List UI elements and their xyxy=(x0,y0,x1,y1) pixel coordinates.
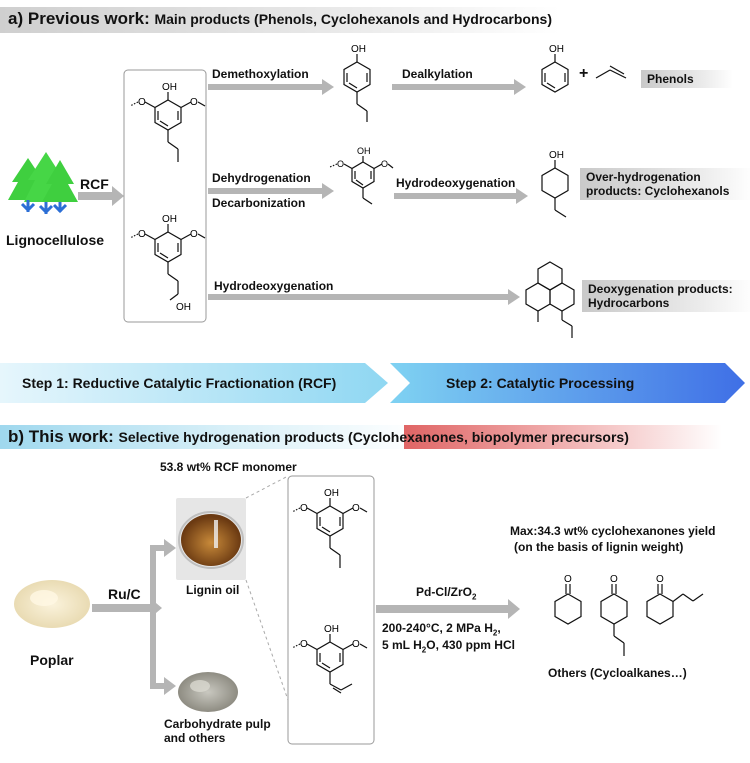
lignin-oil-arrow xyxy=(150,539,176,557)
poplar-label: Poplar xyxy=(30,652,74,668)
propylsyringol-structure-a xyxy=(129,92,206,162)
propylsyringol-structure-b xyxy=(291,498,368,568)
decarbonization-label: Decarbonization xyxy=(212,196,306,210)
header-a-background xyxy=(0,7,560,33)
header-a-subtitle: Main products (Phenols, Cyclohexanols an… xyxy=(154,11,552,27)
o-atom: O xyxy=(352,639,360,650)
oh-atom: OH xyxy=(351,44,366,55)
hydrocarbons-tag: Deoxygenation products: Hydrocarbons xyxy=(582,280,750,312)
header-a-label: a) xyxy=(8,9,24,28)
oh-atom: OH xyxy=(162,82,177,93)
cyclohexanols-line2: products: Cyclohexanols xyxy=(586,184,730,198)
header-b-highlight-background xyxy=(404,425,722,449)
phenols-tag: Phenols xyxy=(641,70,733,88)
o-atom: O xyxy=(138,97,146,108)
propanolsyringol-structure-a xyxy=(129,224,206,301)
o-atom: O xyxy=(610,574,618,585)
monomer-box-b xyxy=(287,475,375,745)
cyclohexanols-line1: Over-hydrogenation xyxy=(586,170,701,184)
rcf-arrow xyxy=(78,186,124,206)
catalyst-label: Pd-Cl/ZrO2 xyxy=(416,585,477,602)
header-a: a) Previous work: Main products (Phenols… xyxy=(8,9,552,29)
oh-atom: OH xyxy=(324,488,339,499)
o-atom: O xyxy=(300,503,308,514)
header-a-title: Previous work: xyxy=(27,9,150,28)
oh-atom: OH xyxy=(176,302,191,313)
oh-atom: OH xyxy=(324,624,339,635)
o-atom: O xyxy=(337,159,344,169)
pulp-line2: and others xyxy=(164,731,226,745)
oh-atom: OH xyxy=(162,214,177,225)
hydrodeoxygenation-mid-arrow xyxy=(394,188,528,204)
pd-cl-zro2-arrow xyxy=(376,599,520,619)
header-b-subtitle-highlight: Cyclohexanones, biopolymer precursors) xyxy=(352,429,629,445)
monomer-yield-label: 53.8 wt% RCF monomer xyxy=(160,460,297,474)
hydrocarbons-structure xyxy=(525,261,575,338)
o-atom: O xyxy=(138,229,146,240)
hydrocarbons-line2: Hydrocarbons xyxy=(588,296,670,310)
ru-c-label: Ru/C xyxy=(108,586,141,602)
cyclohexanone-structure xyxy=(554,584,582,625)
step1-arrow xyxy=(0,363,388,403)
hydrodeoxygenation-bottom-label: Hydrodeoxygenation xyxy=(214,279,334,293)
step2-label: Step 2: Catalytic Processing xyxy=(446,375,635,391)
pulp-arrow xyxy=(150,677,176,695)
tree-icon xyxy=(8,152,78,215)
o-atom: O xyxy=(190,97,198,108)
conditions-line1: 200-240°C, 2 MPa H2, xyxy=(382,621,501,638)
o-atom: O xyxy=(656,574,664,585)
step1-label: Step 1: Reductive Catalytic Fractionatio… xyxy=(22,375,337,391)
hydrocarbons-line1: Deoxygenation products: xyxy=(588,282,733,296)
dehydrogenation-arrow xyxy=(208,183,334,199)
lignocellulose-label: Lignocellulose xyxy=(6,232,105,248)
demethoxylation-label: Demethoxylation xyxy=(212,67,309,81)
o-atom: O xyxy=(190,229,198,240)
propylphenol-structure xyxy=(343,54,371,122)
phenol-structure xyxy=(541,54,569,93)
header-b-subtitle: Selective hydrogenation products ( xyxy=(118,429,353,445)
oh-atom: OH xyxy=(357,146,371,156)
rcf-label: RCF xyxy=(80,176,109,192)
max-yield-line1: Max:34.3 wt% cyclohexanones yield xyxy=(510,524,716,538)
oh-atom: OH xyxy=(549,44,564,55)
propylcyclohexanone-structure xyxy=(600,584,628,656)
hydrodeoxygenation-mid-label: Hydrodeoxygenation xyxy=(396,176,516,190)
monomer-box-a xyxy=(123,69,207,323)
ethylsyringol-structure xyxy=(329,156,394,205)
cyclohexanols-tag: Over-hydrogenation products: Cyclohexano… xyxy=(580,168,750,200)
dealkylation-arrow xyxy=(392,79,526,95)
hydrodeoxygenation-bottom-arrow xyxy=(208,289,520,305)
o-atom: O xyxy=(564,574,572,585)
header-b-background xyxy=(0,425,420,449)
step2-arrow xyxy=(390,363,745,403)
oh-atom: OH xyxy=(549,150,564,161)
o-atom: O xyxy=(352,503,360,514)
conditions-line2: 5 mL H2O, 430 ppm HCl xyxy=(382,638,515,655)
demethoxylation-arrow xyxy=(208,79,334,95)
pulp-label: Carbohydrate pulp and others xyxy=(164,717,271,745)
lignin-oil-label: Lignin oil xyxy=(186,583,240,597)
dehydrogenation-label: Dehydrogenation xyxy=(212,171,311,185)
ethylcyclohexanol-structure xyxy=(541,160,569,218)
propene-structure xyxy=(595,65,627,79)
ru-c-arrow xyxy=(92,598,162,618)
plus-sign: + xyxy=(579,65,589,82)
dealkylation-label: Dealkylation xyxy=(402,67,473,81)
pulp-line1: Carbohydrate pulp xyxy=(164,717,271,731)
header-b-label: b) xyxy=(8,427,25,446)
header-b-title: This work: xyxy=(28,427,114,446)
max-yield-line2: (on the basis of lignin weight) xyxy=(514,540,684,554)
propylcyclohexanone-2-structure xyxy=(646,584,704,625)
o-atom: O xyxy=(300,639,308,650)
others-label: Others (Cycloalkanes…) xyxy=(548,666,687,680)
propenylsyringol-structure-b xyxy=(291,634,368,694)
carbohydrate-pulp-image xyxy=(178,672,238,712)
o-atom: O xyxy=(381,159,388,169)
header-b: b) This work: Selective hydrogenation pr… xyxy=(8,427,629,447)
